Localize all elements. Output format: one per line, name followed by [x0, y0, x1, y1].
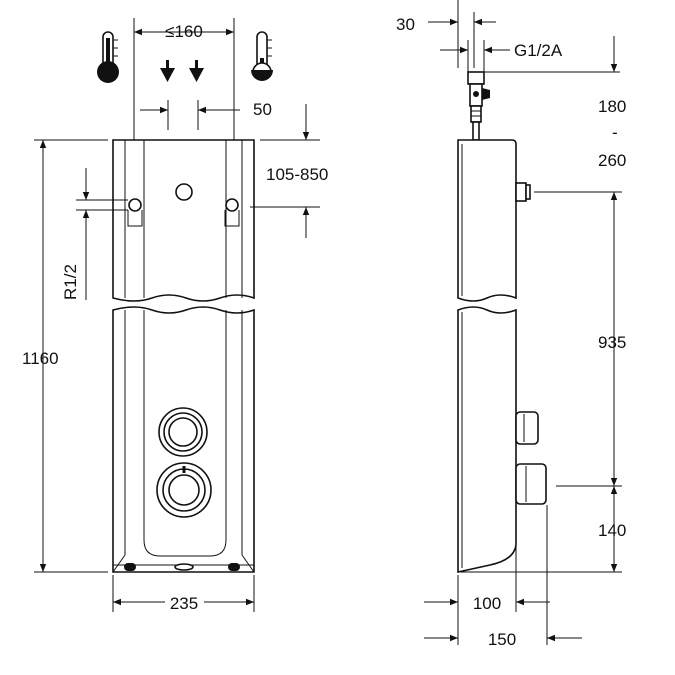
dim-label-bottom: 140: [598, 521, 626, 540]
connection-valve: [467, 71, 490, 141]
dim-label-top-range-b: 260: [598, 151, 626, 170]
side-body-lower: [457, 306, 547, 573]
temperature-knob: [156, 462, 212, 518]
dim-label-height: 1160: [22, 349, 59, 368]
dimension-bottom: 140: [460, 486, 626, 573]
dim-label-depth-a: 100: [473, 594, 501, 613]
dimension-height: 1160: [22, 139, 108, 573]
dim-label-top-range-sep: -: [612, 123, 618, 142]
dim-label-range: 105-850: [266, 165, 328, 184]
dim-label-top-offset: 30: [396, 15, 415, 34]
dimension-depth-a: 100: [424, 505, 550, 645]
dim-label-connection: G1/2A: [514, 41, 563, 60]
dim-label-depth-b: 150: [488, 630, 516, 649]
dimension-range: 105-850: [250, 104, 328, 238]
dim-label-width-top: ≤160: [165, 22, 203, 41]
front-view: ≤160 50: [22, 18, 328, 613]
dim-label-top-range-a: 180: [598, 97, 626, 116]
dimension-mid: 935: [534, 191, 626, 487]
dimension-top-range: 180 - 260: [484, 36, 626, 170]
dimension-depth-b: 150: [424, 505, 582, 649]
dim-label-width-bottom: 235: [170, 594, 198, 613]
side-body-upper: [457, 139, 531, 302]
push-button: [158, 407, 208, 457]
dim-label-pipe-gap: 50: [253, 100, 272, 119]
thermometer-hot-icon: [97, 31, 119, 83]
dim-label-mid: 935: [598, 333, 626, 352]
dim-label-thread: R1/2: [61, 264, 80, 300]
thermometer-cold-icon: [251, 31, 273, 81]
arrow-down-icon: [189, 60, 204, 82]
dimension-connection: G1/2A: [440, 40, 563, 72]
side-view: 30 G1/2A 180: [396, 0, 626, 649]
panel-upper: [112, 139, 255, 302]
dimension-top-offset: 30: [396, 0, 496, 68]
dimension-width-top: ≤160: [133, 18, 235, 140]
arrow-down-icon: [160, 60, 175, 82]
dimension-thread: R1/2: [61, 168, 128, 300]
dimension-pipe-gap: 50: [140, 100, 272, 130]
dimension-width-bottom: 235: [112, 575, 255, 613]
panel-lower: [112, 306, 255, 573]
